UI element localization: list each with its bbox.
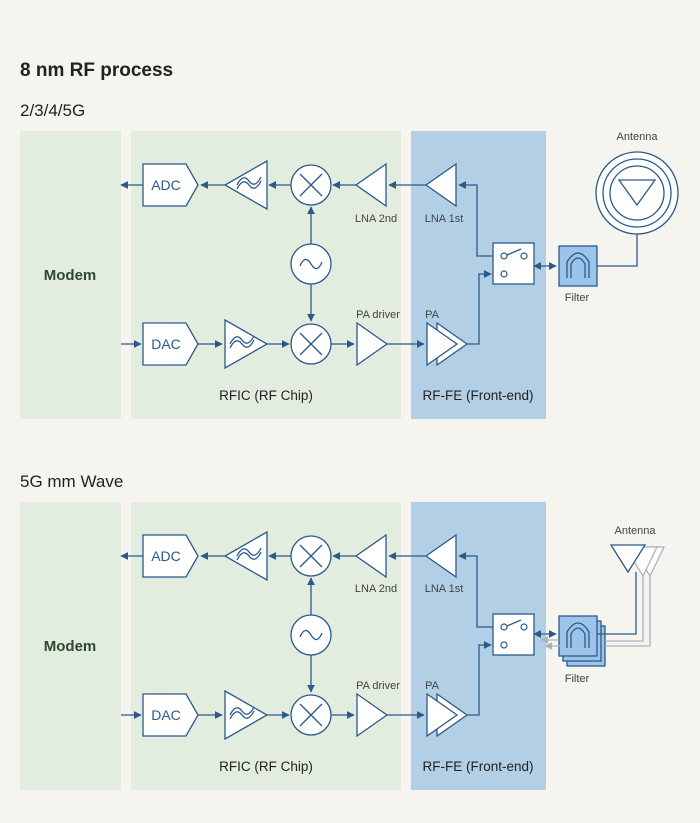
circular-antenna-icon bbox=[595, 151, 679, 235]
rfic-label: RFIC (RF Chip) bbox=[219, 759, 313, 774]
rx-mixer-icon bbox=[290, 164, 332, 206]
antenna-label: Antenna bbox=[615, 525, 657, 537]
adc-block bbox=[142, 534, 199, 578]
filter-label: Filter bbox=[565, 292, 590, 304]
lna-2nd-icon bbox=[354, 162, 387, 208]
antenna-switch-icon bbox=[492, 613, 535, 656]
dac-block bbox=[142, 322, 199, 366]
modem-zone bbox=[20, 131, 121, 419]
pa-driver-label: PA driver bbox=[356, 309, 400, 321]
lna-1st-icon bbox=[424, 533, 457, 579]
adc-block bbox=[142, 163, 199, 207]
pa-driver-icon bbox=[356, 692, 389, 738]
section-5g-mm-wave: 5G mm Wave Modem RFIC (RF Chip) RF-FE (F… bbox=[20, 472, 666, 790]
rffe-label: RF-FE (Front-end) bbox=[422, 759, 533, 774]
local-oscillator-icon bbox=[290, 243, 332, 285]
modem-label: Modem bbox=[44, 267, 97, 284]
filter-label: Filter bbox=[565, 673, 590, 685]
tx-filter-amp-icon bbox=[224, 318, 269, 370]
dac-label: DAC bbox=[151, 707, 181, 723]
lna-2nd-icon bbox=[354, 533, 387, 579]
tx-mixer-icon bbox=[290, 694, 332, 736]
pa-label: PA bbox=[425, 680, 440, 692]
pa-icon bbox=[426, 321, 469, 367]
lna-2nd-label: LNA 2nd bbox=[355, 583, 397, 595]
section-heading: 5G mm Wave bbox=[20, 472, 123, 491]
pa-icon bbox=[426, 692, 469, 738]
section-heading: 2/3/4/5G bbox=[20, 101, 85, 120]
filter-bank-icon bbox=[558, 615, 606, 667]
adc-label: ADC bbox=[151, 177, 181, 193]
antenna-label: Antenna bbox=[617, 131, 659, 143]
filter-icon bbox=[558, 245, 598, 287]
adc-label: ADC bbox=[151, 548, 181, 564]
lna-2nd-label: LNA 2nd bbox=[355, 213, 397, 225]
page-title: 8 nm RF process bbox=[20, 60, 173, 81]
tx-mixer-icon bbox=[290, 323, 332, 365]
pa-label: PA bbox=[425, 309, 440, 321]
lna-1st-label: LNA 1st bbox=[425, 213, 464, 225]
antenna-switch-icon bbox=[492, 242, 535, 285]
rffe-label: RF-FE (Front-end) bbox=[422, 388, 533, 403]
antenna-array-icon bbox=[597, 544, 666, 647]
dac-label: DAC bbox=[151, 336, 181, 352]
rx-filter-amp-icon bbox=[223, 530, 268, 582]
tx-filter-amp-icon bbox=[224, 689, 269, 741]
local-oscillator-icon bbox=[290, 614, 332, 656]
rx-mixer-icon bbox=[290, 535, 332, 577]
dac-block bbox=[142, 693, 199, 737]
modem-label: Modem bbox=[44, 638, 97, 655]
lna-1st-label: LNA 1st bbox=[425, 583, 464, 595]
rx-filter-amp-icon bbox=[223, 159, 268, 211]
lna-1st-icon bbox=[424, 162, 457, 208]
rfic-label: RFIC (RF Chip) bbox=[219, 388, 313, 403]
modem-zone bbox=[20, 502, 121, 790]
pa-driver-label: PA driver bbox=[356, 680, 400, 692]
pa-driver-icon bbox=[356, 321, 389, 367]
section-2-3-4-5g: 2/3/4/5G Modem RFIC (RF Chip) RF-FE (Fro… bbox=[20, 101, 679, 419]
